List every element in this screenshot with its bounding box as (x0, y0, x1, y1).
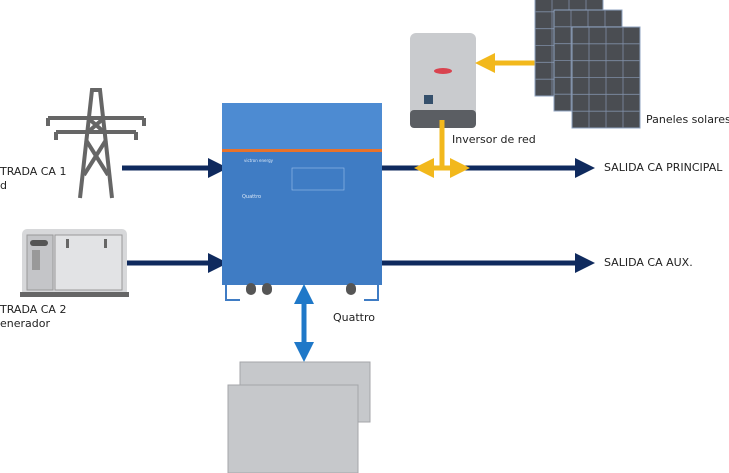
quattro-label: Quattro (333, 311, 376, 324)
generator-icon (20, 229, 129, 297)
grid-inverter-icon (410, 33, 476, 128)
aux-output-label: SALIDA CA AUX. (604, 256, 693, 269)
main-output-label: SALIDA CA PRINCIPAL (604, 161, 723, 174)
quattro-model: Quattro (242, 194, 261, 200)
quattro-brand: victron energy (244, 158, 274, 163)
quattro-inverter-charger (222, 103, 382, 301)
power-tower-icon (46, 88, 146, 199)
input2-label-line2: enerador (0, 317, 51, 330)
solar-panels-label: Paneles solares (646, 113, 729, 126)
grid-inverter-label: Inversor de red (452, 133, 536, 146)
input1-label-line1: TRADA CA 1 (0, 165, 67, 178)
battery-bank-icon (227, 361, 371, 473)
input2-label-line1: TRADA CA 2 (0, 303, 67, 316)
solar-panels-icon (534, 0, 641, 129)
input1-label-line2: d (0, 179, 7, 192)
